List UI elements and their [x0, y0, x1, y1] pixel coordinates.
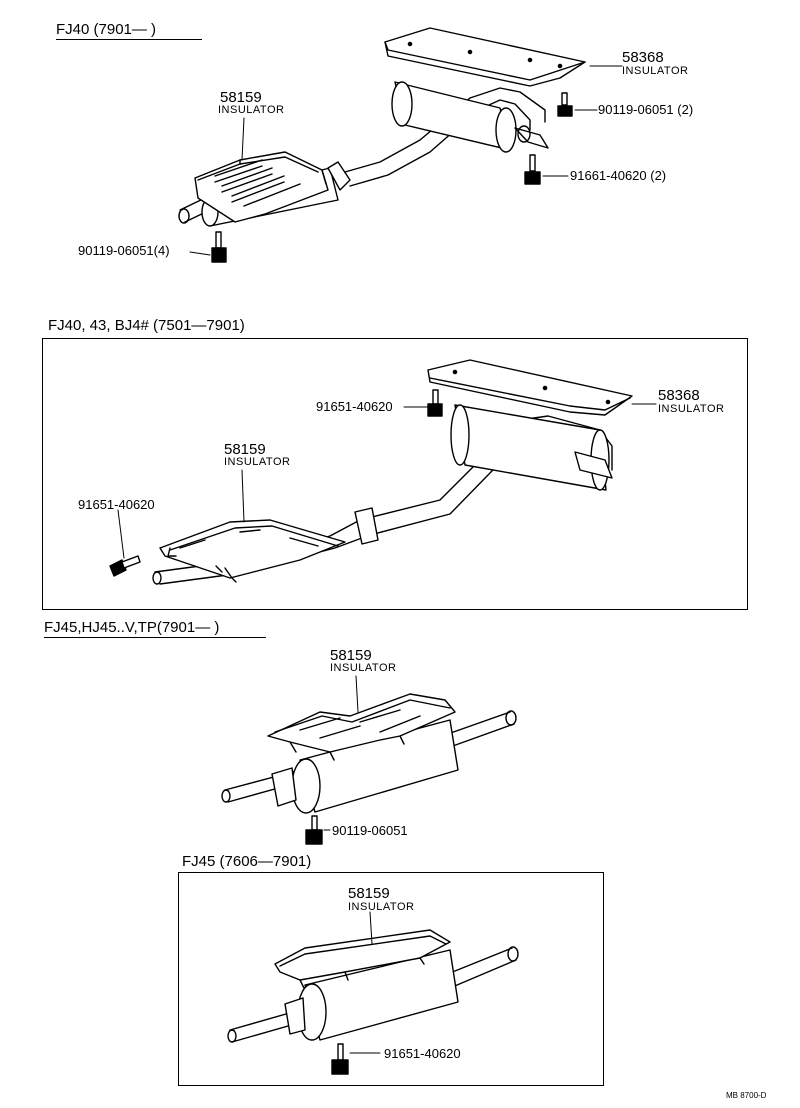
insulator-58368-s2 — [427, 359, 633, 416]
bolt-s1-b — [524, 154, 541, 185]
insulator-58159-s2 — [159, 519, 346, 583]
part-number-91661-s1: 91661-40620 (2) — [570, 168, 667, 183]
part-number-91651-s2-b: 91651-40620 — [78, 497, 155, 512]
bolt-s2-a — [427, 389, 443, 417]
part-name-58368-s1: INSULATOR — [622, 65, 689, 77]
part-number-90119-s3: 90119-06051 — [332, 823, 408, 838]
bolt-s1-a — [557, 92, 573, 117]
part-number-58159-s3: 58159 — [330, 647, 372, 664]
bolt-s1-c — [211, 231, 227, 263]
bolt-s2-b — [109, 555, 141, 577]
insulator-58159-s3 — [267, 693, 456, 761]
section1-drawing — [178, 27, 623, 263]
part-name-58159-s2: INSULATOR — [224, 456, 291, 468]
bolt-s3 — [305, 815, 323, 845]
part-name-58159-s4: INSULATOR — [348, 901, 415, 913]
bolt-s4 — [331, 1043, 349, 1075]
part-number-58368-s2: 58368 — [658, 387, 700, 404]
insulator-58159-s1 — [194, 151, 329, 223]
insulator-58159-s4 — [274, 929, 451, 989]
section4-header: FJ45 (7606—7901) — [182, 853, 312, 870]
part-number-91651-s4: 91651-40620 — [384, 1046, 461, 1061]
section3-header: FJ45,HJ45..V,TP(7901— ) — [44, 620, 266, 638]
part-name-58159-s1: INSULATOR — [218, 104, 285, 116]
section1-header: FJ40 (7901— ) — [56, 22, 202, 40]
section3-drawing — [221, 675, 517, 845]
section2-drawing — [109, 359, 657, 585]
part-number-58159-s4: 58159 — [348, 885, 390, 902]
part-number-90119-s1-2: 90119-06051 (2) — [598, 102, 694, 117]
part-name-58159-s3: INSULATOR — [330, 662, 397, 674]
part-number-58159-s2: 58159 — [224, 441, 266, 458]
section2-header: FJ40, 43, BJ4# (7501—7901) — [48, 317, 245, 334]
footer-code: MB 8700-D — [726, 1091, 767, 1100]
part-name-58368-s2: INSULATOR — [658, 403, 725, 415]
part-number-91651-s2-a: 91651-40620 — [316, 399, 393, 414]
section4-drawing — [227, 911, 519, 1075]
part-number-90119-s1-4: 90119-06051(4) — [78, 243, 170, 258]
part-number-58368-s1: 58368 — [622, 49, 664, 66]
part-number-58159-s1: 58159 — [220, 89, 262, 106]
section2-frame — [42, 338, 748, 610]
section4-frame — [178, 872, 604, 1086]
insulator-58368-s1 — [384, 27, 586, 87]
